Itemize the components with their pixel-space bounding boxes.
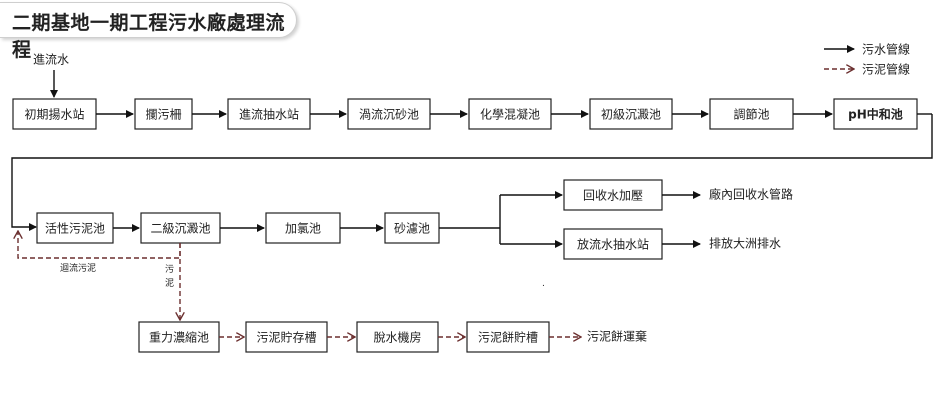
svg-text:重力濃縮池: 重力濃縮池 (149, 330, 209, 345)
return-sludge-line (18, 231, 181, 259)
box-equalization-tank: 調節池 (709, 98, 794, 130)
box-sludge-storage-tank: 污泥貯存槽 (245, 321, 328, 353)
box-chlorination-tank: 加氯池 (265, 212, 341, 244)
box-activated-sludge-tank: 活性污泥池 (36, 212, 114, 244)
svg-text:砂濾池: 砂濾池 (394, 221, 430, 236)
box-sand-filter: 砂濾池 (384, 212, 440, 244)
box-influent-pump-station: 進流抽水站 (227, 98, 311, 130)
box-chemical-coagulation-tank: 化學混凝池 (468, 98, 552, 130)
legend: 污水管線 污泥管線 (824, 42, 910, 77)
sludge-label-char-2: 泥 (165, 278, 174, 289)
box-ph-neutralization-tank: pH中和池 (833, 98, 918, 130)
svg-text:活性污泥池: 活性污泥池 (45, 222, 105, 236)
svg-text:二級沉澱池: 二級沉澱池 (150, 222, 210, 236)
stray-dot: . (542, 279, 545, 289)
box-reclaimed-water-booster: 回收水加壓 (563, 179, 663, 211)
inflow-label: 進流水 (33, 53, 69, 67)
svg-text:污泥貯存槽: 污泥貯存槽 (256, 331, 316, 345)
svg-text:初級沉澱池: 初級沉澱池 (601, 108, 661, 122)
svg-text:調節池: 調節池 (733, 107, 769, 122)
legend-sewage-label: 污水管線 (862, 42, 910, 57)
svg-text:脫水機房: 脫水機房 (373, 330, 421, 345)
label-plant-reclaimed-pipeline: 廠內回收水管路 (709, 187, 793, 202)
svg-text:進流抽水站: 進流抽水站 (239, 108, 299, 122)
box-screen: 攔污柵 (134, 98, 193, 130)
svg-text:pH中和池: pH中和池 (848, 107, 903, 122)
box-initial-pump-station: 初期揚水站 (12, 98, 97, 130)
box-secondary-clarifier: 二級沉澱池 (140, 212, 221, 244)
connector-row1-to-row2 (11, 114, 933, 231)
legend-sludge-label: 污泥管線 (862, 62, 910, 77)
svg-text:化學混凝池: 化學混凝池 (480, 107, 540, 122)
svg-text:初期揚水站: 初期揚水站 (24, 108, 84, 122)
label-discharge-dazhou: 排放大洲排水 (709, 236, 781, 251)
box-primary-clarifier: 初級沉澱池 (589, 98, 673, 130)
svg-text:渦流沉砂池: 渦流沉砂池 (359, 107, 419, 122)
box-effluent-pump-station: 放流水抽水站 (563, 228, 663, 260)
svg-text:污泥餅貯槽: 污泥餅貯槽 (478, 330, 538, 345)
title-tab: 二期基地一期工程污水廠處理流程 (0, 2, 297, 61)
svg-text:加氯池: 加氯池 (285, 222, 321, 236)
box-sludge-cake-silo: 污泥餅貯槽 (466, 321, 550, 353)
sludge-label-char-1: 污 (165, 263, 174, 275)
svg-text:回收水加壓: 回收水加壓 (583, 189, 643, 203)
box-dewatering-room: 脫水機房 (356, 321, 439, 353)
box-gravity-thickener: 重力濃縮池 (138, 321, 220, 353)
svg-text:放流水抽水站: 放流水抽水站 (577, 237, 649, 252)
return-sludge-label: 迴流污泥 (60, 262, 96, 274)
svg-text:攔污柵: 攔污柵 (145, 107, 181, 122)
page-title: 二期基地一期工程污水廠處理流程 (12, 12, 286, 61)
box-vortex-grit-chamber: 渦流沉砂池 (347, 98, 431, 130)
label-sludge-cake-disposal: 污泥餅運棄 (587, 329, 647, 344)
